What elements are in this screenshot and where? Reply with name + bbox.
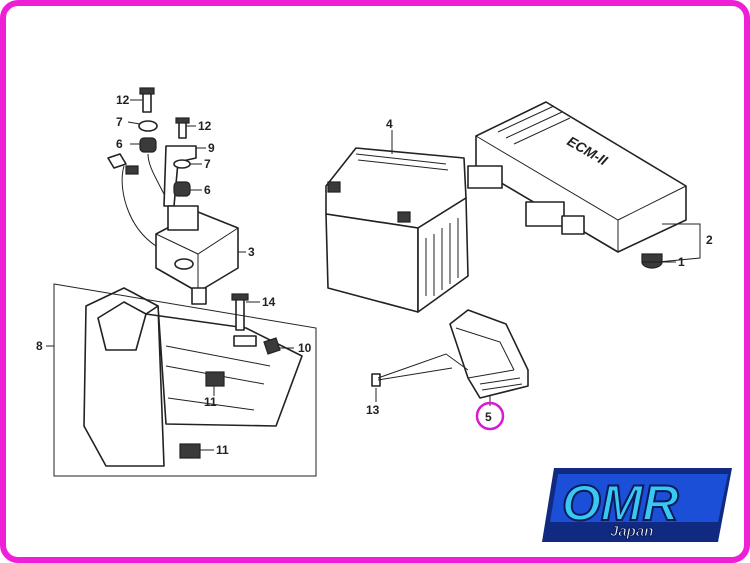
omr-japan-logo: OMR Japan xyxy=(542,468,732,542)
callout-labels: 12 7 6 12 9 7 6 3 4 2 1 14 8 10 11 11 13… xyxy=(36,93,713,457)
callout-6-a: 6 xyxy=(116,137,123,151)
clip-11-a xyxy=(205,371,225,387)
logo-sub-text: Japan xyxy=(610,523,653,540)
bracket-9 xyxy=(163,145,197,207)
cap-6-b xyxy=(173,181,191,197)
callout-1: 1 xyxy=(678,255,685,269)
leader-lines xyxy=(46,99,701,451)
ecu-module: ECM-II xyxy=(467,101,687,269)
highlight-circle xyxy=(475,401,505,431)
callout-10: 10 xyxy=(298,341,312,355)
battery xyxy=(325,147,469,313)
battery-box-tray xyxy=(145,305,303,427)
battery-box xyxy=(53,283,317,477)
connector-plug xyxy=(107,153,127,169)
callout-7-b: 7 xyxy=(204,157,211,171)
washer-7-a xyxy=(138,120,158,132)
battery-side xyxy=(417,197,469,313)
ecu-connector-a xyxy=(467,165,503,189)
relay-terminal xyxy=(167,205,199,231)
callout-7-a: 7 xyxy=(116,115,123,129)
bolt-14 xyxy=(235,295,245,331)
clip-11-b xyxy=(179,443,201,459)
battery-terminal-pos xyxy=(397,211,411,223)
callout-13: 13 xyxy=(366,403,380,417)
callout-14: 14 xyxy=(262,295,276,309)
ecu-connector-b xyxy=(525,201,565,227)
nut-10 xyxy=(263,337,281,355)
callout-3: 3 xyxy=(248,245,255,259)
callout-9: 9 xyxy=(208,141,215,155)
callout-2: 2 xyxy=(706,233,713,247)
logo-main-text: OMR xyxy=(562,475,679,531)
callout-5: 5 xyxy=(485,410,492,424)
cap-6-a xyxy=(139,137,157,153)
callout-12-a: 12 xyxy=(116,93,130,107)
callout-11-a: 11 xyxy=(204,395,217,409)
callout-12-b: 12 xyxy=(198,119,212,133)
callout-11-b: 11 xyxy=(216,443,229,457)
battery-terminal-neg xyxy=(327,181,341,193)
callout-6-b: 6 xyxy=(204,183,211,197)
parts-diagram: ECM-II xyxy=(36,87,732,542)
callout-4: 4 xyxy=(386,117,393,131)
starter-relay-assembly xyxy=(107,87,239,305)
battery-front xyxy=(325,213,419,313)
callout-8: 8 xyxy=(36,339,43,353)
terminal-cover xyxy=(371,309,529,399)
